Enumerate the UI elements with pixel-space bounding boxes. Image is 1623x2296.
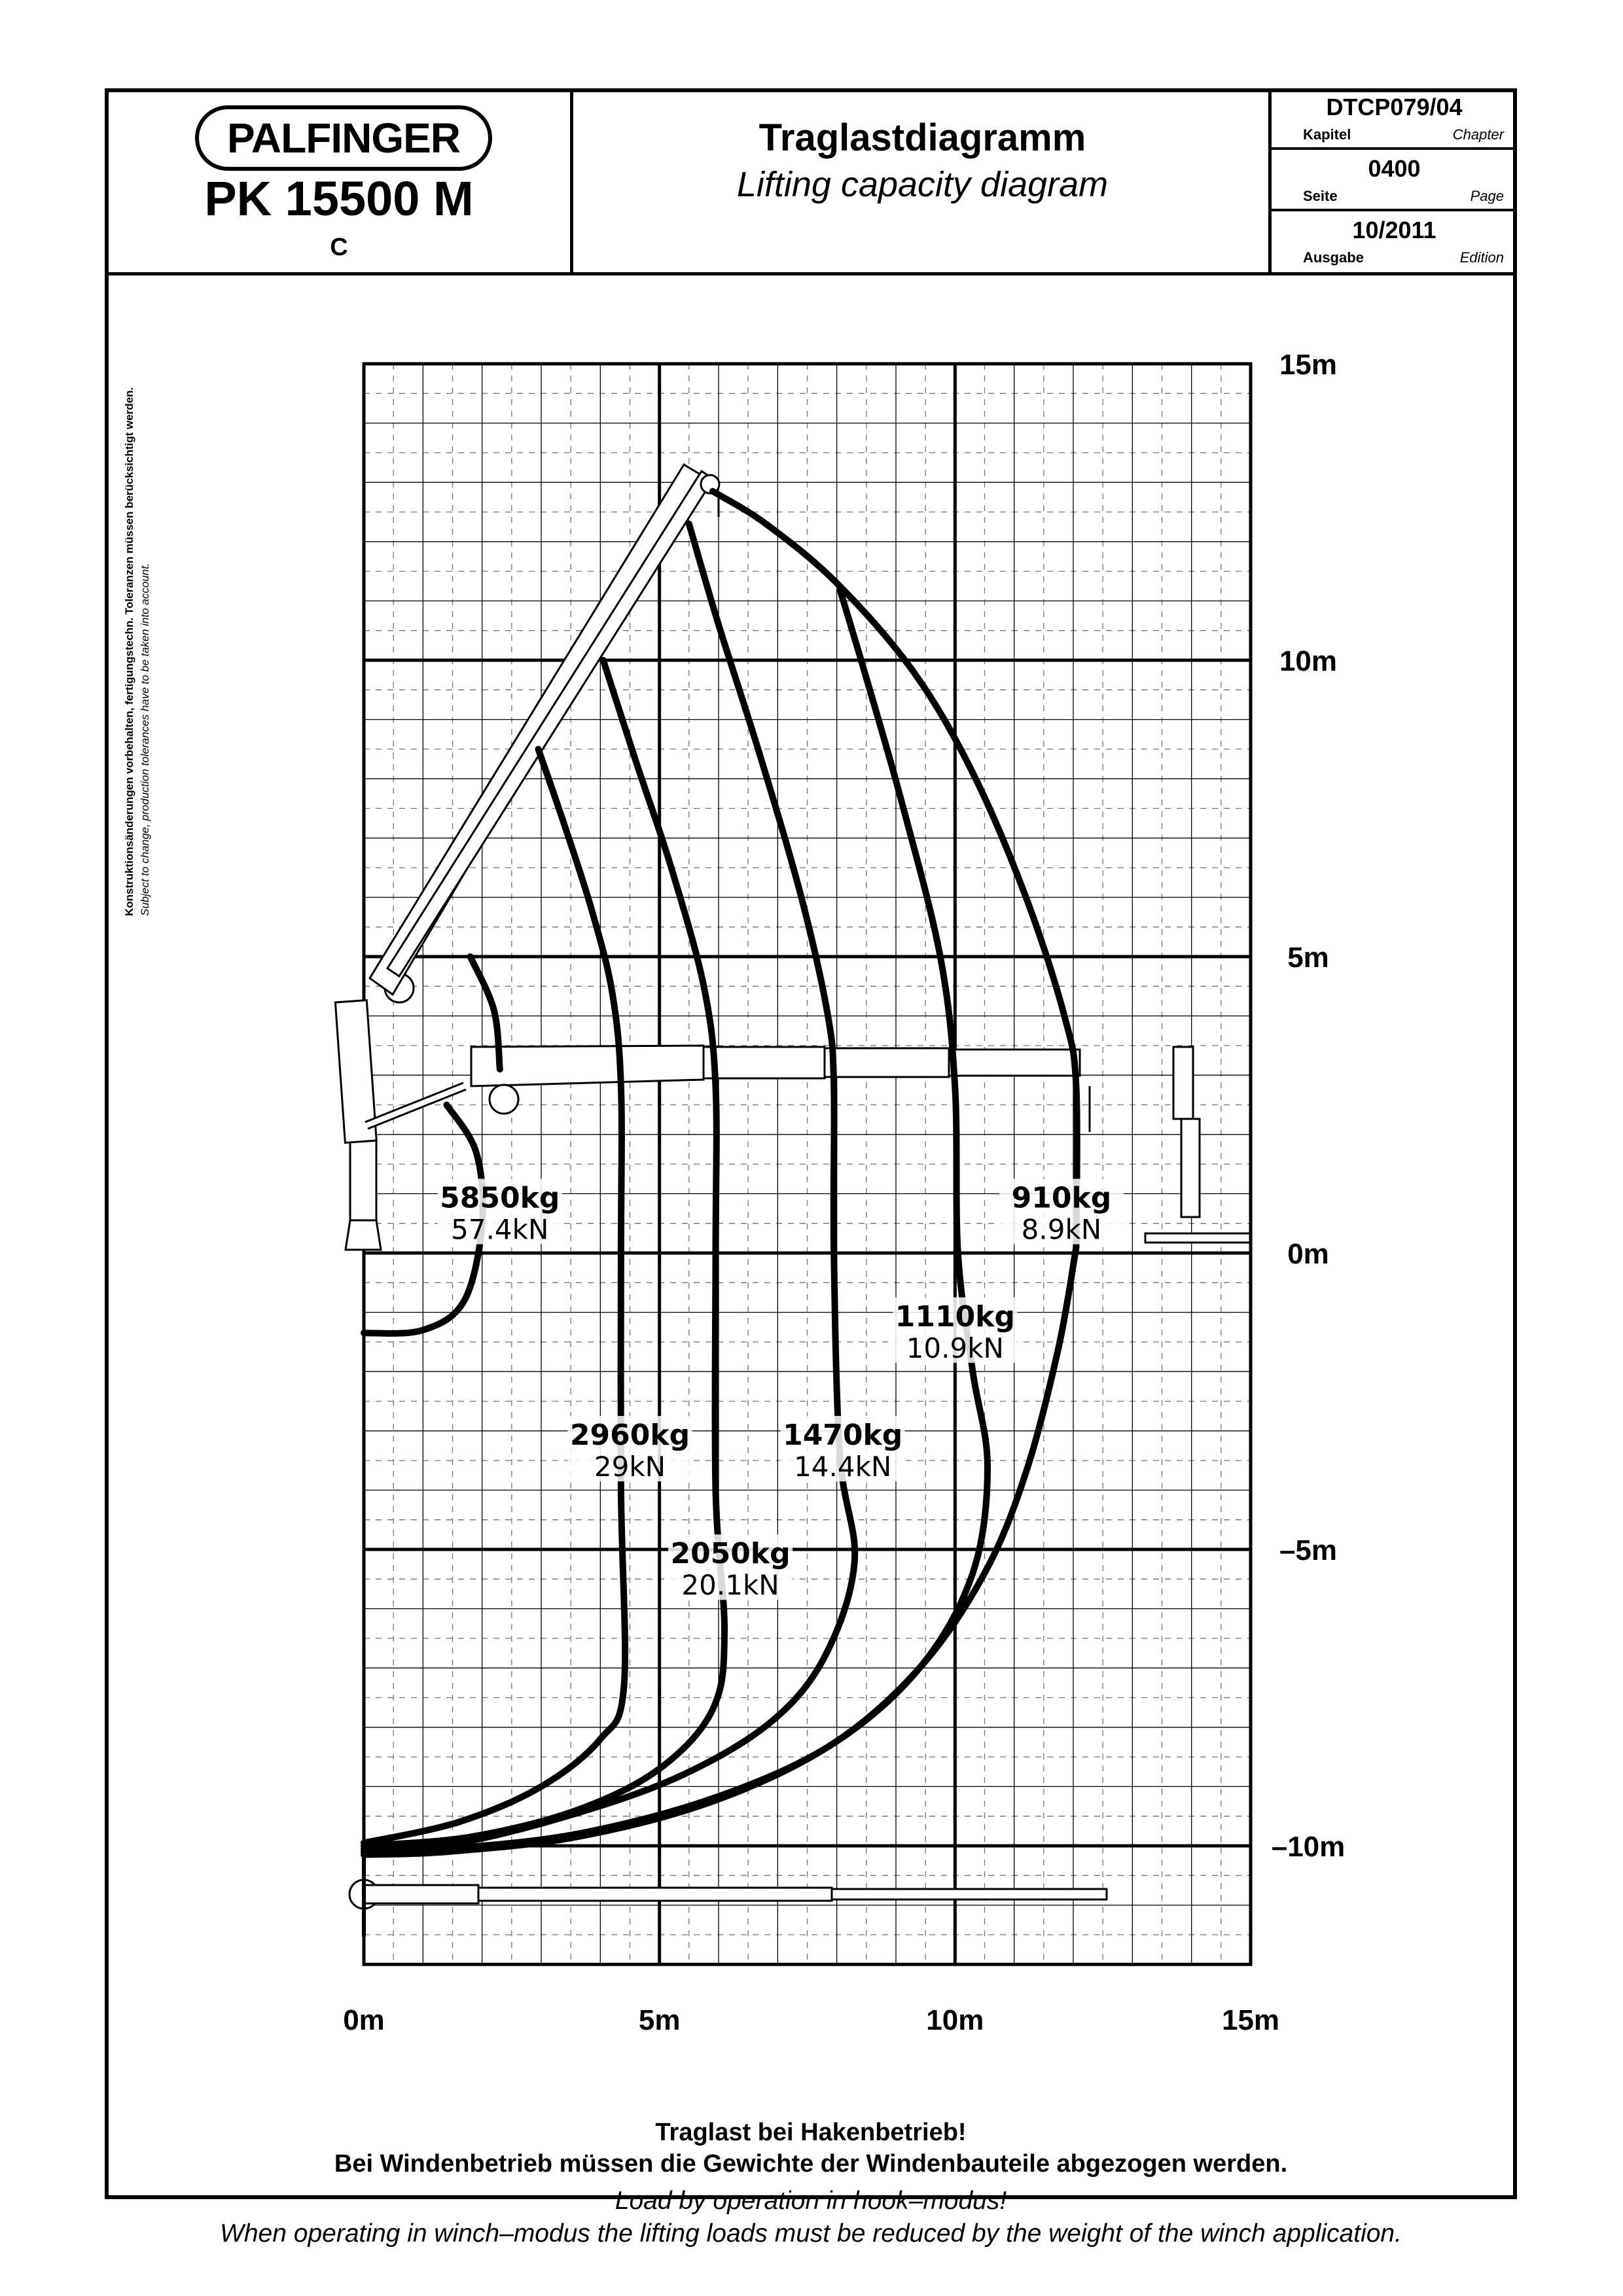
crane-column (349, 1137, 378, 1222)
label-backing (893, 1297, 1018, 1363)
main-boom-raised-inner (385, 469, 715, 978)
capacity-curve-line (361, 1243, 1080, 1858)
crane-column-upper (334, 998, 378, 1144)
boom-joint (488, 1084, 520, 1115)
y-tick-label: 0m (1287, 1238, 1329, 1270)
axis-ticks: 0m 5m 10m 15m 15m 10m 5m 0m –5m –10m (343, 349, 1345, 2036)
brand-name: PALFINGER (226, 115, 461, 162)
title-english: Lifting capacity diagram (736, 165, 1109, 204)
chart-grid (362, 362, 1253, 1966)
x-tick-label: 10m (926, 2004, 984, 2036)
chapter-label-de: Kapitel (1303, 126, 1351, 143)
capacity-label-kn: 20.1kN (681, 1569, 779, 1601)
capacity-curve-line (361, 745, 629, 1846)
model-name: PK 15500 M (204, 171, 474, 226)
footer-german-line1: Traglast bei Hakenbetrieb! (655, 2119, 967, 2146)
edition-box: 10/2011 Ausgabe Edition (1272, 211, 1517, 273)
capacity-curve-line (361, 1101, 486, 1337)
capacity-label-kn: 57.4kN (451, 1214, 548, 1246)
chapter-box: DTCP079/04 Kapitel Chapter (1272, 88, 1517, 150)
crane-base (344, 1219, 382, 1251)
label-backing (668, 1534, 793, 1600)
footer-german-line2: Bei Windenbetrieb müssen die Gewichte de… (334, 2150, 1288, 2178)
boom-horizontal-4 (948, 1048, 1081, 1077)
header-divider (105, 272, 1517, 275)
page-label-en: Page (1470, 188, 1504, 204)
chapter-label-en: Chapter (1452, 126, 1504, 143)
header-meta-cell: DTCP079/04 Kapitel Chapter 0400 Seite Pa… (1272, 88, 1517, 274)
capacity-label-kg: 5850kg (440, 1182, 560, 1215)
label-backing (780, 1415, 905, 1481)
capacity-curve-line (467, 953, 503, 1073)
y-tick-label: –5m (1279, 1534, 1337, 1566)
label-backing (567, 1415, 692, 1481)
capacity-curve-line (709, 487, 1080, 1250)
capacity-label-kg: 2050kg (670, 1537, 790, 1570)
edition-label-en: Edition (1459, 249, 1504, 266)
plan-view-boom-1 (363, 1884, 480, 1905)
header-title-cell: Traglastdiagramm Lifting capacity diagra… (573, 88, 1272, 274)
capacity-label-kn: 8.9kN (1022, 1214, 1102, 1246)
capacity-label-kn: 14.4kN (794, 1451, 891, 1483)
capacity-label-kn: 10.9kN (906, 1332, 1004, 1364)
capacity-curve-line (361, 520, 859, 1852)
label-backing (999, 1178, 1124, 1245)
doc-code: DTCP079/04 (1326, 94, 1463, 120)
page-box: 0400 Seite Page (1272, 150, 1517, 211)
footer-english-line2: When operating in winch–modus the liftin… (220, 2219, 1402, 2248)
y-tick-label: 15m (1279, 349, 1337, 381)
y-tick-label: 5m (1287, 942, 1329, 974)
capacity-label-kg: 910kg (1012, 1182, 1112, 1215)
title-german: Traglastdiagramm (758, 116, 1086, 159)
page-frame (105, 88, 1517, 2199)
x-tick-label: 5m (639, 2004, 681, 2036)
edition-label-de: Ausgabe (1303, 249, 1364, 266)
crane-drawing (334, 463, 1251, 1937)
capacity-label-kn: 29kN (594, 1451, 666, 1483)
model-variant: C (330, 234, 348, 261)
capacity-curves (361, 487, 1080, 1858)
boom-horizontal-2 (702, 1046, 826, 1080)
capacity-label-kg: 2960kg (570, 1419, 690, 1452)
edition-number: 10/2011 (1352, 217, 1436, 243)
rear-view-outrigger (1144, 1232, 1251, 1244)
boom-horizontal-1 (470, 1044, 705, 1087)
rear-view-column (1180, 1118, 1201, 1218)
y-tick-label: –10m (1272, 1831, 1346, 1863)
header-brand-cell: PALFINGER PK 15500 M C (105, 88, 573, 274)
page-label-de: Seite (1303, 188, 1338, 204)
plan-view-boom-3 (830, 1888, 1108, 1901)
rear-view-head (1172, 1046, 1194, 1120)
lift-cylinder-core (365, 1084, 466, 1128)
palfinger-logo: PALFINGER (195, 105, 492, 171)
capacity-label-kg: 1470kg (783, 1419, 902, 1452)
y-tick-label: 10m (1279, 645, 1337, 677)
page-number: 0400 (1368, 155, 1421, 182)
x-tick-label: 15m (1222, 2004, 1279, 2036)
capacity-label-kg: 1110kg (895, 1300, 1015, 1333)
boom-horizontal-3 (823, 1047, 950, 1078)
footer-english-line1: Load by operation in hook–modus! (615, 2187, 1007, 2215)
plan-view-boom-2 (477, 1886, 833, 1902)
x-tick-label: 0m (343, 2004, 385, 2036)
label-backing (437, 1178, 562, 1245)
main-boom-raised (368, 463, 702, 997)
